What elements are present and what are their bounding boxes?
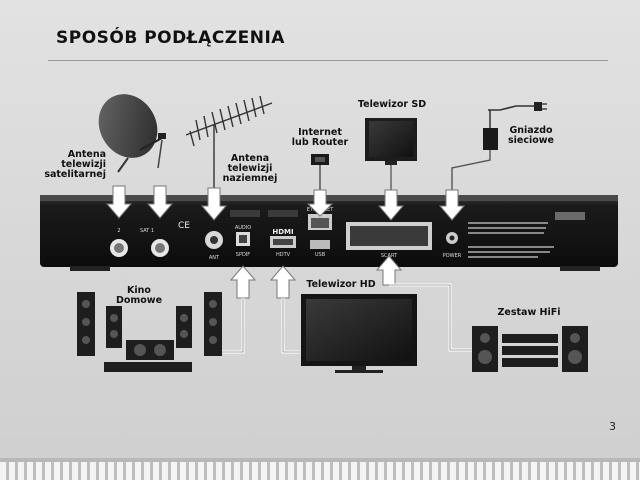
power-socket-label: Gniazdo sieciowe [508, 125, 554, 146]
input-arrows [105, 185, 466, 299]
tv-sd-label: Telewizor SD [357, 99, 427, 110]
tv-hd-icon [301, 294, 417, 373]
page-title: SPOSÓB PODŁĄCZENIA [56, 28, 285, 48]
terrestrial-antenna-icon [185, 95, 273, 188]
spiral-binding [0, 462, 640, 480]
hifi-icon [472, 326, 588, 372]
port-audio-label: AUDIO [235, 225, 251, 231]
tv-hd-label: Telewizor HD [306, 279, 376, 290]
ethernet-arrow-icon [306, 189, 334, 217]
binding-shadow [0, 458, 640, 463]
internet-label: Internet lub Router [291, 127, 349, 148]
ant-arrow-icon [200, 187, 228, 221]
home-cinema-icon [77, 292, 222, 372]
port-hdtv-label: HDTV [276, 252, 291, 258]
port-sat2-label: 2 [117, 228, 120, 234]
hdtv-arrow-icon [269, 265, 297, 299]
terrestrial-antenna-label: Antena telewizji naziemnej [222, 153, 278, 184]
port-usb-label: USB [315, 252, 326, 258]
port-sat1-label: SAT 1 [140, 228, 154, 234]
port-ant-label: ANT [209, 255, 220, 261]
page-number: 3 [609, 420, 616, 433]
scart-arrow-icon [377, 189, 405, 221]
ce-mark: CE [178, 221, 190, 231]
hifi-label: Zestaw HiFi [497, 307, 561, 318]
port-power-label: POWER [443, 253, 462, 259]
satellite-antenna-label: Antena telewizji satelitarnej [44, 149, 106, 180]
sat1-arrow-icon [146, 185, 174, 219]
receiver-box [40, 195, 618, 271]
sat2-arrow-icon [105, 185, 133, 219]
title-divider [48, 60, 608, 61]
satellite-dish-icon [98, 94, 166, 173]
spdif-arrow-icon [229, 265, 257, 299]
power-arrow-icon [438, 189, 466, 221]
port-spdif-label: SPDIF [236, 252, 251, 258]
router-icon [311, 154, 329, 190]
hdmi-logo: HDMI [272, 228, 293, 236]
tv-sd-icon [365, 118, 417, 190]
home-cinema-label: Kino Domowe [115, 285, 163, 306]
power-plug-icon [451, 102, 547, 190]
scart-out-arrow-icon [375, 255, 403, 286]
